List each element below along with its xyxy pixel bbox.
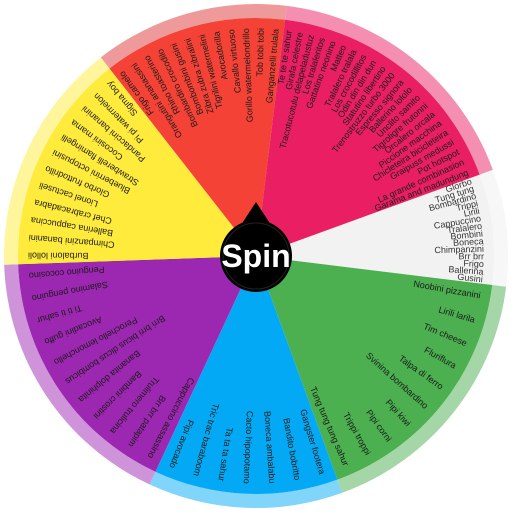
wheel-entry-label: Burbaloni lolloli — [28, 251, 89, 261]
wheel-segment — [155, 256, 338, 494]
wheel-ring-segment — [149, 471, 343, 509]
spin-label[interactable]: Spin — [221, 238, 290, 274]
wheel-segment — [109, 18, 286, 256]
wheel-ring-segment — [285, 5, 493, 175]
wheel-entry-label: Lirili — [463, 206, 481, 219]
wheel-ring-segment — [4, 264, 156, 485]
wheel-segment — [18, 256, 256, 472]
wheel-segment — [256, 19, 480, 256]
wheel-segments — [17, 18, 495, 494]
wheel-entry-label: Brr brr — [458, 251, 484, 261]
wheel-entry-label: Boneca ambalabu — [262, 411, 277, 484]
wheel-outer-ring — [3, 3, 508, 509]
wheel-entry-label: Frigo — [463, 258, 484, 269]
wheel-entry-label: Tralalero — [446, 221, 482, 235]
wheel-entry-label: Ballerina — [448, 264, 484, 276]
wheel-ring-segment — [100, 3, 287, 69]
spin-pointer-icon — [241, 202, 271, 225]
wheel-entry-label: Tob tobi tobi — [255, 28, 266, 77]
spin-button-rim — [222, 222, 290, 290]
wheel-entry-label: Bombini — [450, 228, 483, 241]
wheel-entry-label: Cacto hipopotamo — [242, 411, 255, 484]
wheel-entry-label: Gorillo watermelondrillo — [241, 28, 255, 122]
wheel-segment — [256, 174, 495, 286]
wheel-ring-segment — [3, 57, 110, 265]
wheel-entry-label: Boneca — [453, 236, 484, 248]
spin-button[interactable]: Spin — [220, 202, 292, 292]
wheel-entry-label: Gusini — [457, 272, 483, 285]
wheel-ring-segment — [479, 169, 508, 287]
wheel-entry-label: Chimpanzini — [434, 244, 484, 255]
wheel-entry-label: Trippi — [455, 198, 479, 213]
wheel-segment — [256, 256, 493, 480]
spin-button-circle[interactable] — [220, 220, 292, 292]
wheel-segment — [17, 68, 256, 265]
wheel-ring-segment — [337, 285, 507, 493]
